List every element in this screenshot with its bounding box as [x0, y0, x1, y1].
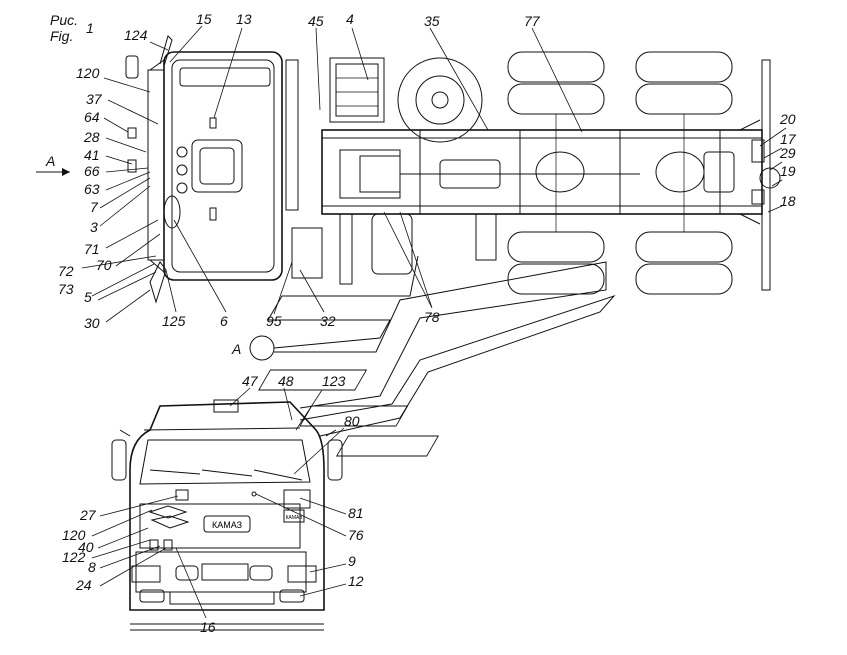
- callout-29: 29: [779, 145, 796, 161]
- view-a-label: A: [45, 153, 55, 169]
- callout-76: 76: [348, 527, 364, 543]
- callout-12: 12: [348, 573, 364, 589]
- plate-text: КАМАЗ: [286, 515, 303, 521]
- cab-top-view: [125, 35, 323, 304]
- callout-41: 41: [84, 147, 100, 163]
- figure-caption-en: Fig.: [50, 28, 74, 44]
- callout-8: 8: [88, 559, 96, 575]
- callout-5: 5: [84, 289, 92, 305]
- cab-front-view: КАМАЗ КАМАЗ: [111, 399, 343, 631]
- callout-24: 24: [75, 577, 92, 593]
- callout-16: 16: [200, 619, 216, 635]
- callout-45: 45: [308, 13, 324, 29]
- callout-123: 123: [322, 373, 346, 389]
- figure-caption: Рис. Fig. 1: [50, 12, 94, 44]
- callout-19: 19: [780, 163, 796, 179]
- view-a-connector: A: [231, 255, 616, 457]
- callout-81: 81: [348, 505, 364, 521]
- callout-15: 15: [196, 11, 212, 27]
- chassis-frame: [321, 59, 781, 291]
- callout-64: 64: [84, 109, 100, 125]
- callout-95: 95: [266, 313, 282, 329]
- callout-120: 120: [76, 65, 100, 81]
- callout-18: 18: [780, 193, 796, 209]
- callout-20: 20: [779, 111, 796, 127]
- callout-72: 72: [58, 263, 74, 279]
- callout-47: 47: [242, 373, 259, 389]
- figure-number: 1: [86, 20, 94, 36]
- callout-71: 71: [84, 241, 100, 257]
- emblem-text: КАМАЗ: [212, 520, 242, 530]
- rear-wheels: [507, 51, 733, 295]
- side-tanks: [339, 213, 497, 285]
- callout-73: 73: [58, 281, 74, 297]
- callout-125: 125: [162, 313, 186, 329]
- callout-35: 35: [424, 13, 440, 29]
- callout-3: 3: [90, 219, 98, 235]
- callout-48: 48: [278, 373, 294, 389]
- callout-32: 32: [320, 313, 336, 329]
- callout-13: 13: [236, 11, 252, 27]
- view-a-circle-label: A: [231, 341, 241, 357]
- callout-124: 124: [124, 27, 148, 43]
- callout-66: 66: [84, 163, 100, 179]
- callout-30: 30: [84, 315, 100, 331]
- view-a-arrow: A: [36, 153, 70, 176]
- callout-7: 7: [90, 199, 99, 215]
- callout-27: 27: [79, 507, 97, 523]
- callout-77: 77: [524, 13, 541, 29]
- callout-28: 28: [83, 129, 100, 145]
- callouts-top-view: 124 15 13 45 4 35 77 120 37 64 28 41 66 …: [58, 11, 797, 331]
- callout-80: 80: [344, 413, 360, 429]
- callout-78: 78: [424, 309, 440, 325]
- callout-37: 37: [86, 91, 103, 107]
- battery-and-tank: [329, 57, 483, 143]
- callout-9: 9: [348, 553, 356, 569]
- callout-4: 4: [346, 11, 354, 27]
- callout-120-front: 120: [62, 527, 86, 543]
- callout-70: 70: [96, 257, 112, 273]
- callout-6: 6: [220, 313, 228, 329]
- callout-63: 63: [84, 181, 100, 197]
- callout-17: 17: [780, 131, 797, 147]
- callout-40: 40: [78, 539, 94, 555]
- callout-122: 122: [62, 549, 86, 565]
- figure-caption-ru: Рис.: [50, 12, 79, 28]
- callouts-front-view: 47 48 123 80 27 120 122 40 8 24 16 9 12 …: [62, 373, 364, 635]
